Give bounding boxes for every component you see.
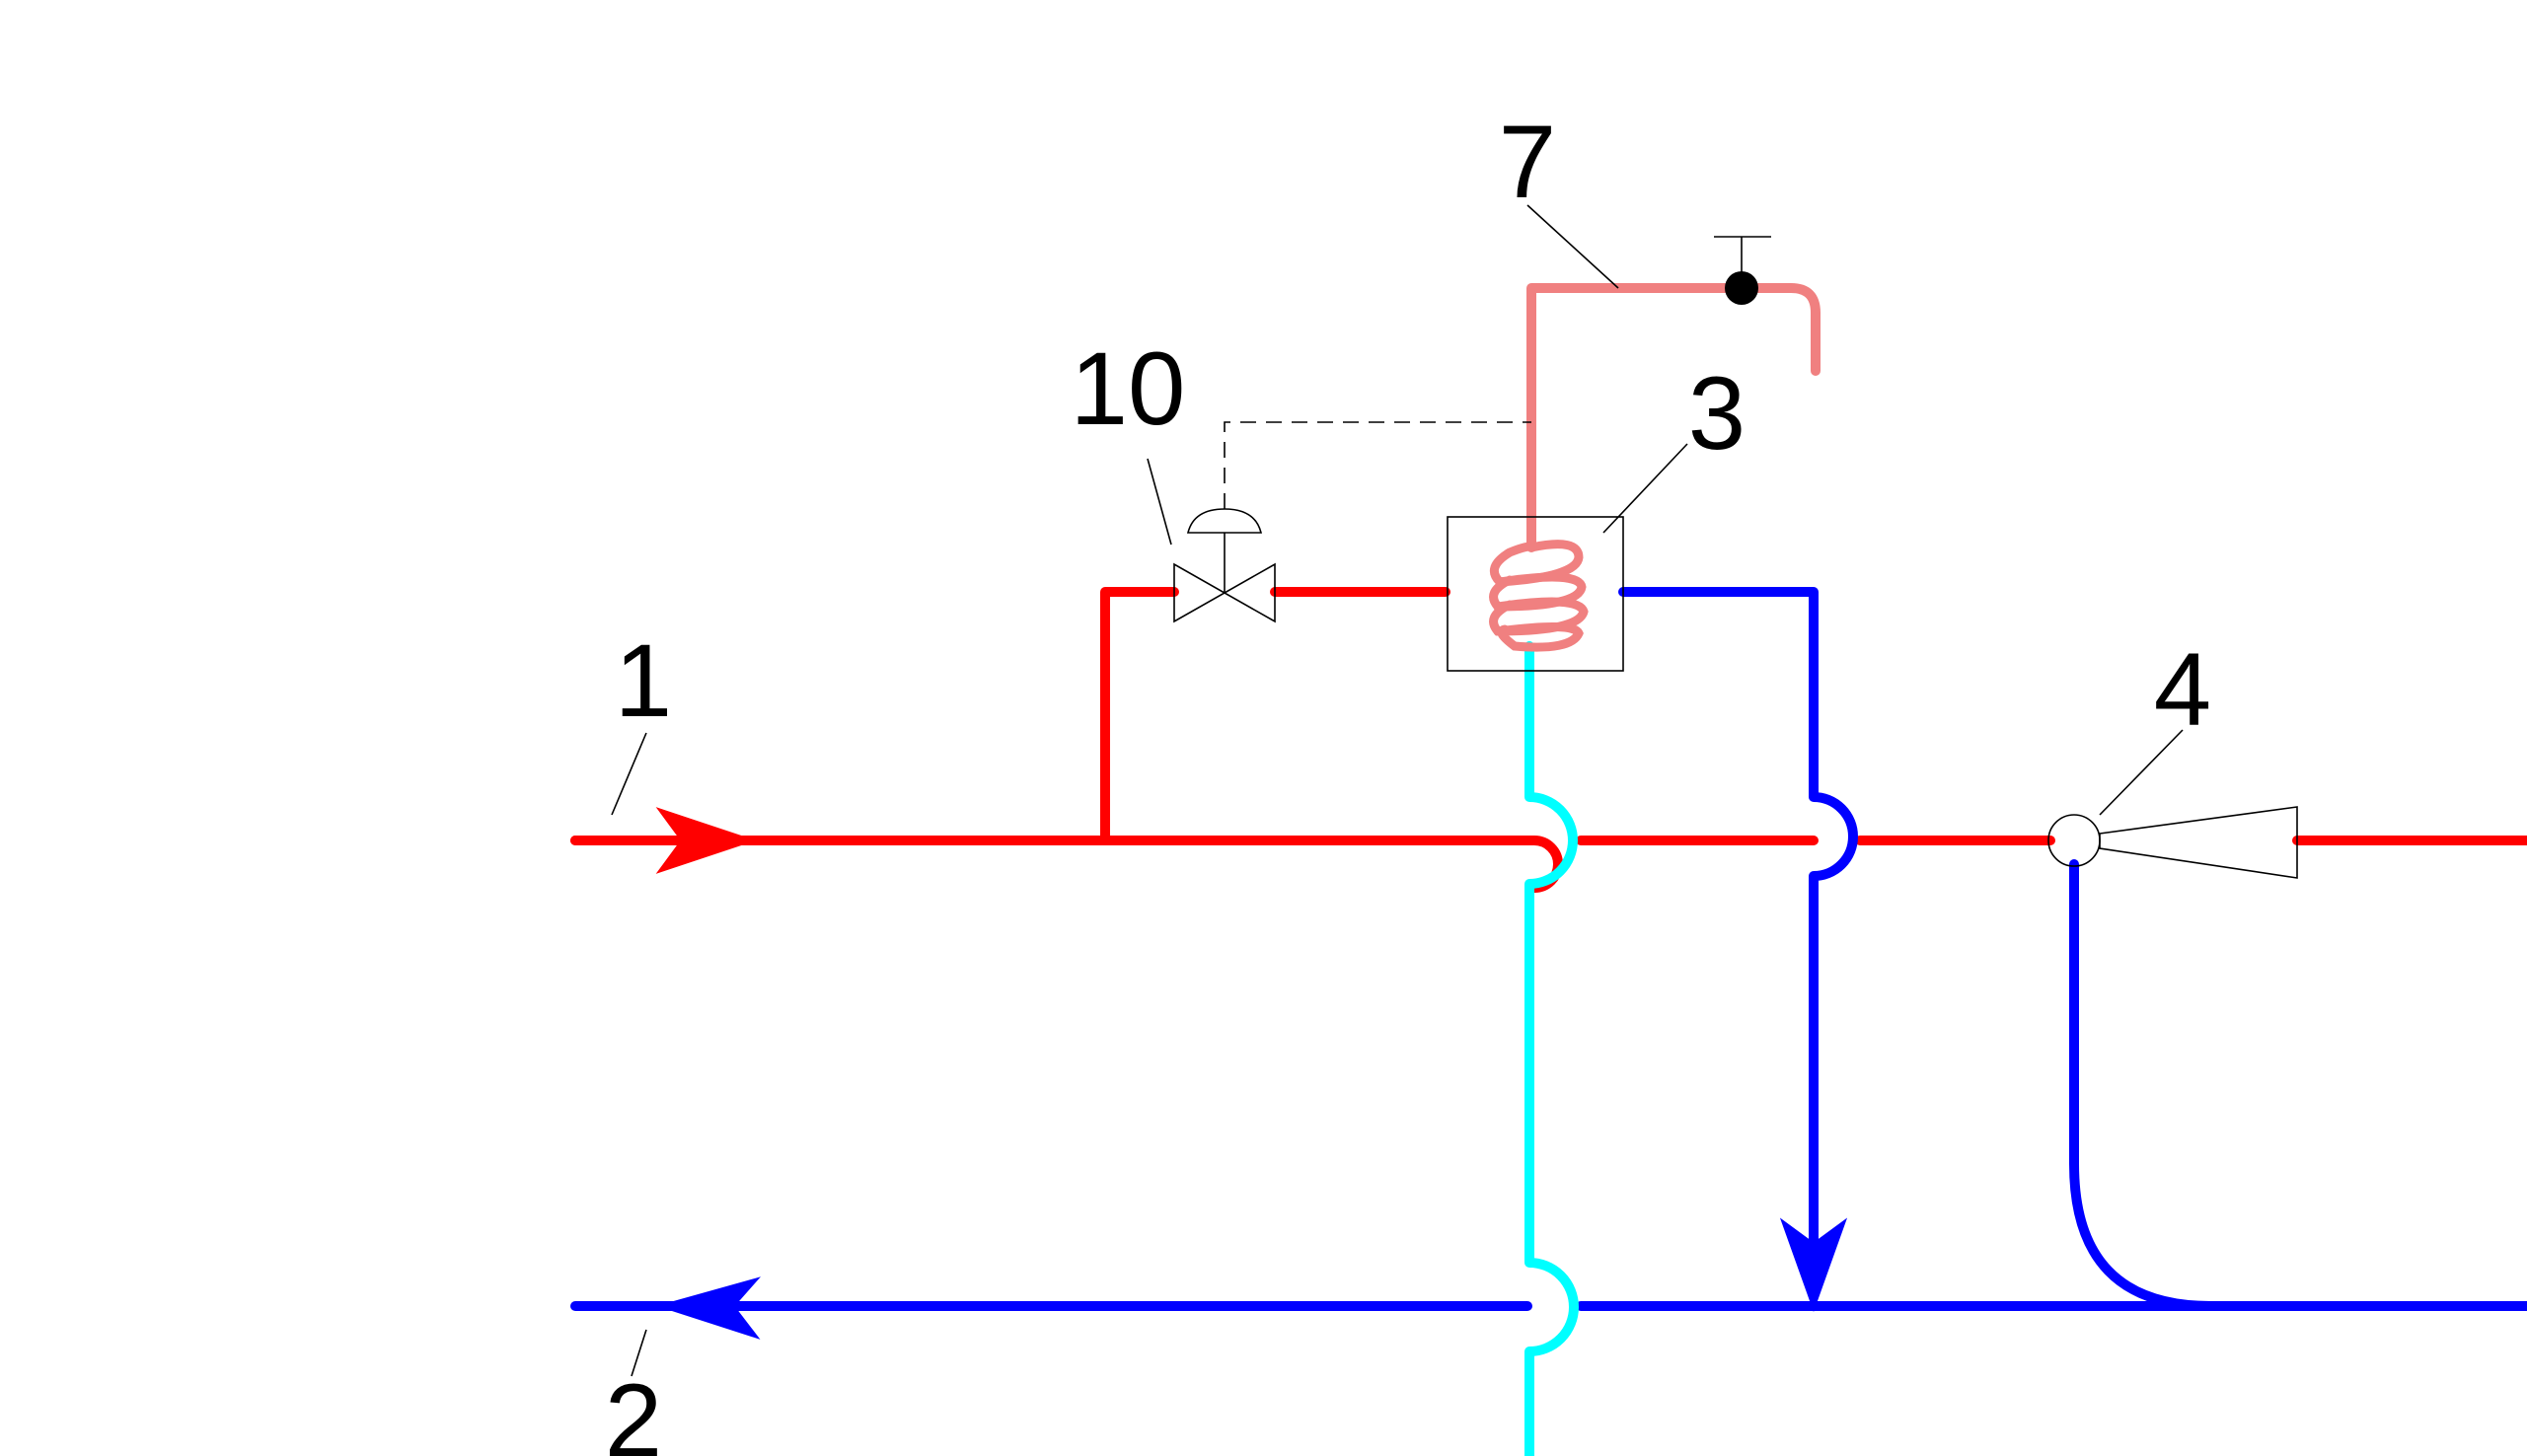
cold-water-pipe xyxy=(1524,641,1579,1456)
exchanger-box xyxy=(1447,516,1624,672)
supply-flow-arrow-icon xyxy=(655,807,757,874)
jet-pump-suction-pipe xyxy=(2069,859,2215,1311)
jet-pump-diffuser-icon xyxy=(2099,806,2298,879)
exchanger-return-pipe xyxy=(1618,587,1858,1248)
return-line xyxy=(570,587,2527,1340)
heat-exchanger xyxy=(1447,516,1624,672)
leader-1 xyxy=(611,732,647,816)
label-3: 3 xyxy=(1688,356,1746,472)
leader-lines xyxy=(611,204,2184,1377)
actuator-icon xyxy=(1186,508,1263,534)
jet-pump xyxy=(2047,806,2298,879)
coil-icon xyxy=(1489,540,1589,652)
supply-line xyxy=(570,587,2527,893)
labels: 1 2 3 4 7 10 xyxy=(605,105,2211,1456)
control-signal-line xyxy=(1224,421,1531,509)
label-2: 2 xyxy=(605,1363,662,1456)
return-flow-arrow-icon xyxy=(656,1276,761,1340)
leader-4 xyxy=(2099,729,2184,816)
hot-water-line xyxy=(1526,236,1821,552)
leader-3 xyxy=(1602,443,1688,534)
label-4: 4 xyxy=(2154,632,2211,748)
leader-2 xyxy=(631,1329,647,1377)
supply-branch xyxy=(1100,587,1179,845)
jet-pump-chamber-icon xyxy=(2047,814,2101,867)
leader-10 xyxy=(1147,458,1172,546)
label-1: 1 xyxy=(615,623,672,739)
control-valve xyxy=(1173,421,1531,623)
hot-water-pipe xyxy=(1526,283,1821,552)
leader-7 xyxy=(1526,204,1619,289)
valve-body-icon xyxy=(1173,562,1276,623)
label-10: 10 xyxy=(1071,331,1186,447)
tap-icon xyxy=(1725,271,1758,305)
label-7: 7 xyxy=(1499,105,1556,220)
down-flow-arrow-icon xyxy=(1779,1217,1848,1312)
cold-water-line xyxy=(1524,641,1579,1456)
